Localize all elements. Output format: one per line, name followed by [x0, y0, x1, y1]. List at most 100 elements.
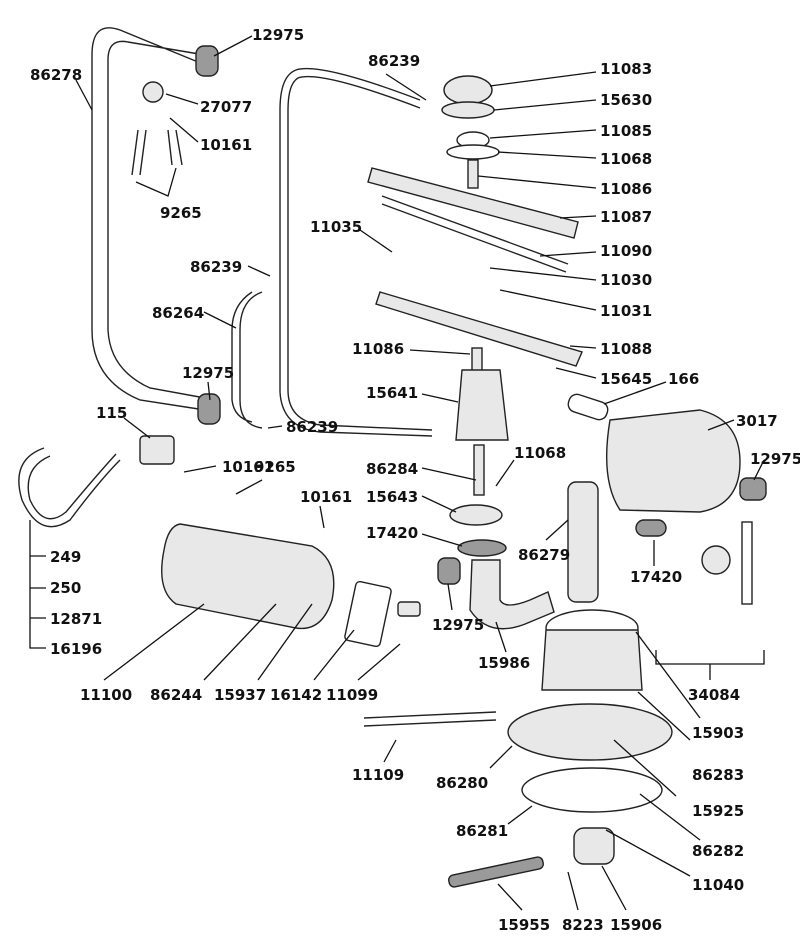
hose-15955 [448, 856, 544, 888]
leader-8223 [567, 871, 579, 911]
label-15903: 15903 [692, 724, 744, 742]
leader-10161-lower [319, 505, 325, 529]
label-8223: 8223 [562, 916, 604, 934]
label-11090: 11090 [600, 242, 652, 260]
leader-11099 [357, 643, 401, 681]
leader-10161-mid [183, 465, 217, 473]
ring-17420-center [457, 539, 507, 557]
leader-15925 [613, 739, 677, 797]
label-10161: 10161 [200, 136, 252, 154]
elbow-15986 [469, 559, 555, 630]
leader-12975-right [753, 459, 765, 481]
heater-tank-11100 [161, 523, 335, 630]
leader-86284 [421, 467, 477, 481]
kit-bracket-34084 [655, 650, 765, 665]
clamp-12975-bottom [197, 393, 221, 425]
leader-249-250 [29, 520, 46, 649]
leader-12975-left [207, 381, 211, 401]
label-11068: 11068 [600, 150, 652, 168]
label-11068-b: 11068 [514, 444, 566, 462]
label-250: 250 [50, 579, 81, 597]
housing-15641 [455, 369, 509, 441]
tube-11035-11090 [381, 195, 569, 273]
label-86280: 86280 [436, 774, 488, 792]
label-11087: 11087 [600, 208, 652, 226]
terminal-11099 [397, 601, 421, 617]
leader-15645 [555, 367, 597, 379]
valve-115 [139, 435, 175, 465]
leader-86282 [639, 793, 701, 841]
leader-lines [29, 35, 765, 911]
leader-11031 [499, 289, 597, 311]
pipe-86279 [567, 481, 599, 603]
label-86279: 86279 [518, 546, 570, 564]
leader-86281 [507, 805, 533, 825]
label-86284: 86284 [366, 460, 418, 478]
inlet-hose-249 [18, 447, 121, 528]
label-166: 166 [668, 370, 699, 388]
label-11031: 11031 [600, 302, 652, 320]
part-drawings [18, 27, 767, 888]
label-15630: 15630 [600, 91, 652, 109]
label-12975-d: 12975 [432, 616, 484, 634]
fitting-11083 [443, 75, 493, 105]
label-86239-b: 86239 [190, 258, 242, 276]
hose-86264 [231, 291, 263, 429]
label-10161-b: 10161 [222, 458, 274, 476]
label-9265: 9265 [160, 204, 202, 222]
leader-12975-center [447, 583, 453, 611]
label-15937: 15937 [214, 686, 266, 704]
label-16142: 16142 [270, 686, 322, 704]
label-12975-b: 12975 [182, 364, 234, 382]
leader-86283 [637, 691, 691, 741]
leader-86239-mid [247, 265, 271, 277]
label-15645: 15645 [600, 370, 652, 388]
label-9265-b: 9265 [254, 458, 296, 476]
leader-15986 [495, 621, 507, 653]
leader-15643 [421, 495, 457, 513]
pump-motor-3017 [606, 409, 741, 513]
label-86244: 86244 [150, 686, 202, 704]
leader-86239-bottom [267, 425, 283, 429]
shaft-11086-mid [471, 347, 483, 373]
label-15925: 15925 [692, 802, 744, 820]
leader-11068-top [497, 151, 597, 159]
label-115: 115 [96, 404, 127, 422]
leader-86280 [489, 745, 513, 769]
label-11086-b: 11086 [352, 340, 404, 358]
label-249: 249 [50, 548, 81, 566]
leader-12975-top [213, 35, 253, 57]
leader-166 [603, 381, 667, 405]
leader-15641 [421, 393, 459, 403]
leader-11030 [489, 267, 597, 281]
leader-15630 [493, 99, 597, 111]
label-15643: 15643 [366, 488, 418, 506]
nut-15630 [441, 101, 495, 119]
label-11100: 11100 [80, 686, 132, 704]
clamp-12975-center [437, 557, 461, 585]
upper-spray-arm-11087 [367, 167, 579, 239]
elbow-166 [567, 393, 609, 421]
leader-11090 [539, 251, 597, 257]
leader-15906 [601, 865, 627, 911]
leader-11088 [569, 345, 597, 349]
label-11040: 11040 [692, 876, 744, 894]
gasket-11068-top [446, 144, 500, 160]
label-27077: 27077 [200, 98, 252, 116]
leader-11086-top [477, 175, 597, 189]
leader-11040 [605, 829, 691, 877]
label-15906: 15906 [610, 916, 662, 934]
label-86239-c: 86239 [286, 418, 338, 436]
leader-86239-top [385, 73, 427, 101]
leader-86278 [75, 79, 93, 111]
drain-pipe-86278 [91, 27, 206, 411]
leader-11068-mid [495, 459, 515, 487]
leader-15955 [497, 883, 523, 911]
label-12975-c: 12975 [750, 450, 800, 468]
label-12975: 12975 [252, 26, 304, 44]
sump-86283 [541, 629, 643, 691]
seal-15643 [449, 504, 503, 526]
label-11030: 11030 [600, 271, 652, 289]
leader-86279 [545, 519, 569, 541]
